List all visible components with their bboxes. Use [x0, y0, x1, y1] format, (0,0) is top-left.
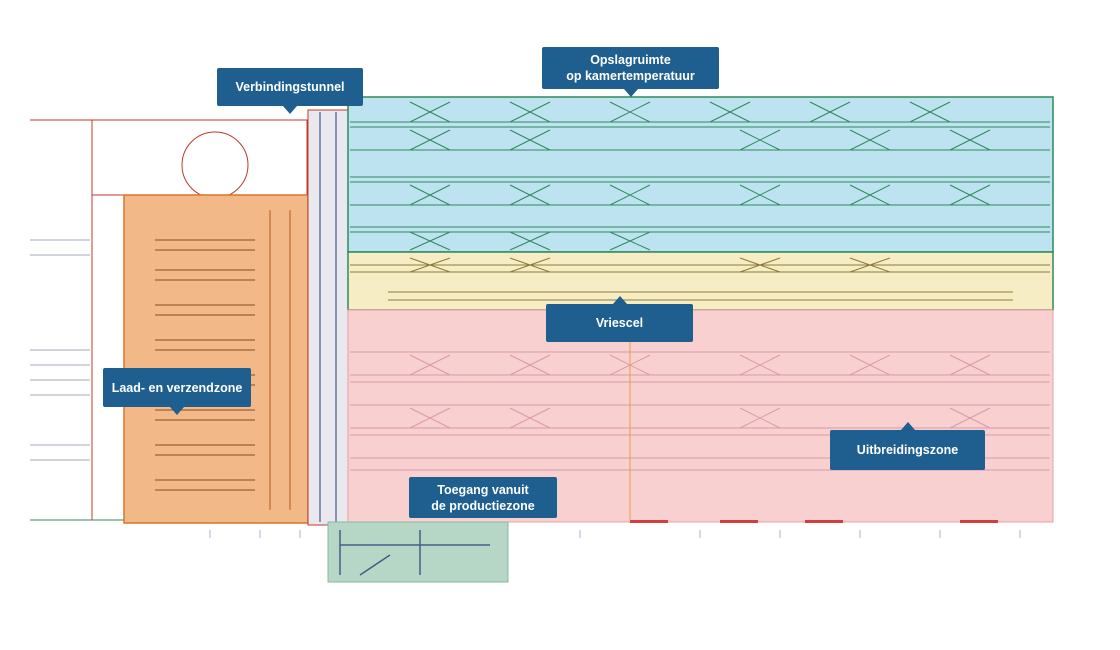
freezer-racking [350, 257, 1050, 301]
callout-loading-zone: Laad- en verzendzone [103, 368, 251, 415]
callout-connection-tunnel: Verbindingstunnel [217, 68, 363, 114]
ambient-racking [350, 101, 1050, 251]
production-access-area [327, 521, 509, 583]
callout-production-access: Toegang vanuit de productiezone [409, 477, 557, 518]
ambient-storage-area [347, 96, 1054, 253]
callout-expansion-zone: Uitbreidingszone [830, 422, 985, 470]
dock-stubs [30, 239, 90, 461]
tunnel-area [307, 109, 349, 526]
freezer-area [347, 251, 1054, 311]
column-grid [209, 530, 1021, 538]
tunnel-conveyors [319, 112, 337, 522]
expansion-dock-marks [630, 520, 998, 523]
callout-ambient-storage: Opslagruimte op kamertemperatuur [542, 47, 719, 97]
callout-freezer: Vriescel [546, 296, 693, 342]
production-access-conveyors [339, 530, 490, 576]
loading-zone-conveyors [155, 210, 291, 510]
expansion-racking [350, 312, 1050, 520]
loading-zone-area [123, 194, 309, 524]
